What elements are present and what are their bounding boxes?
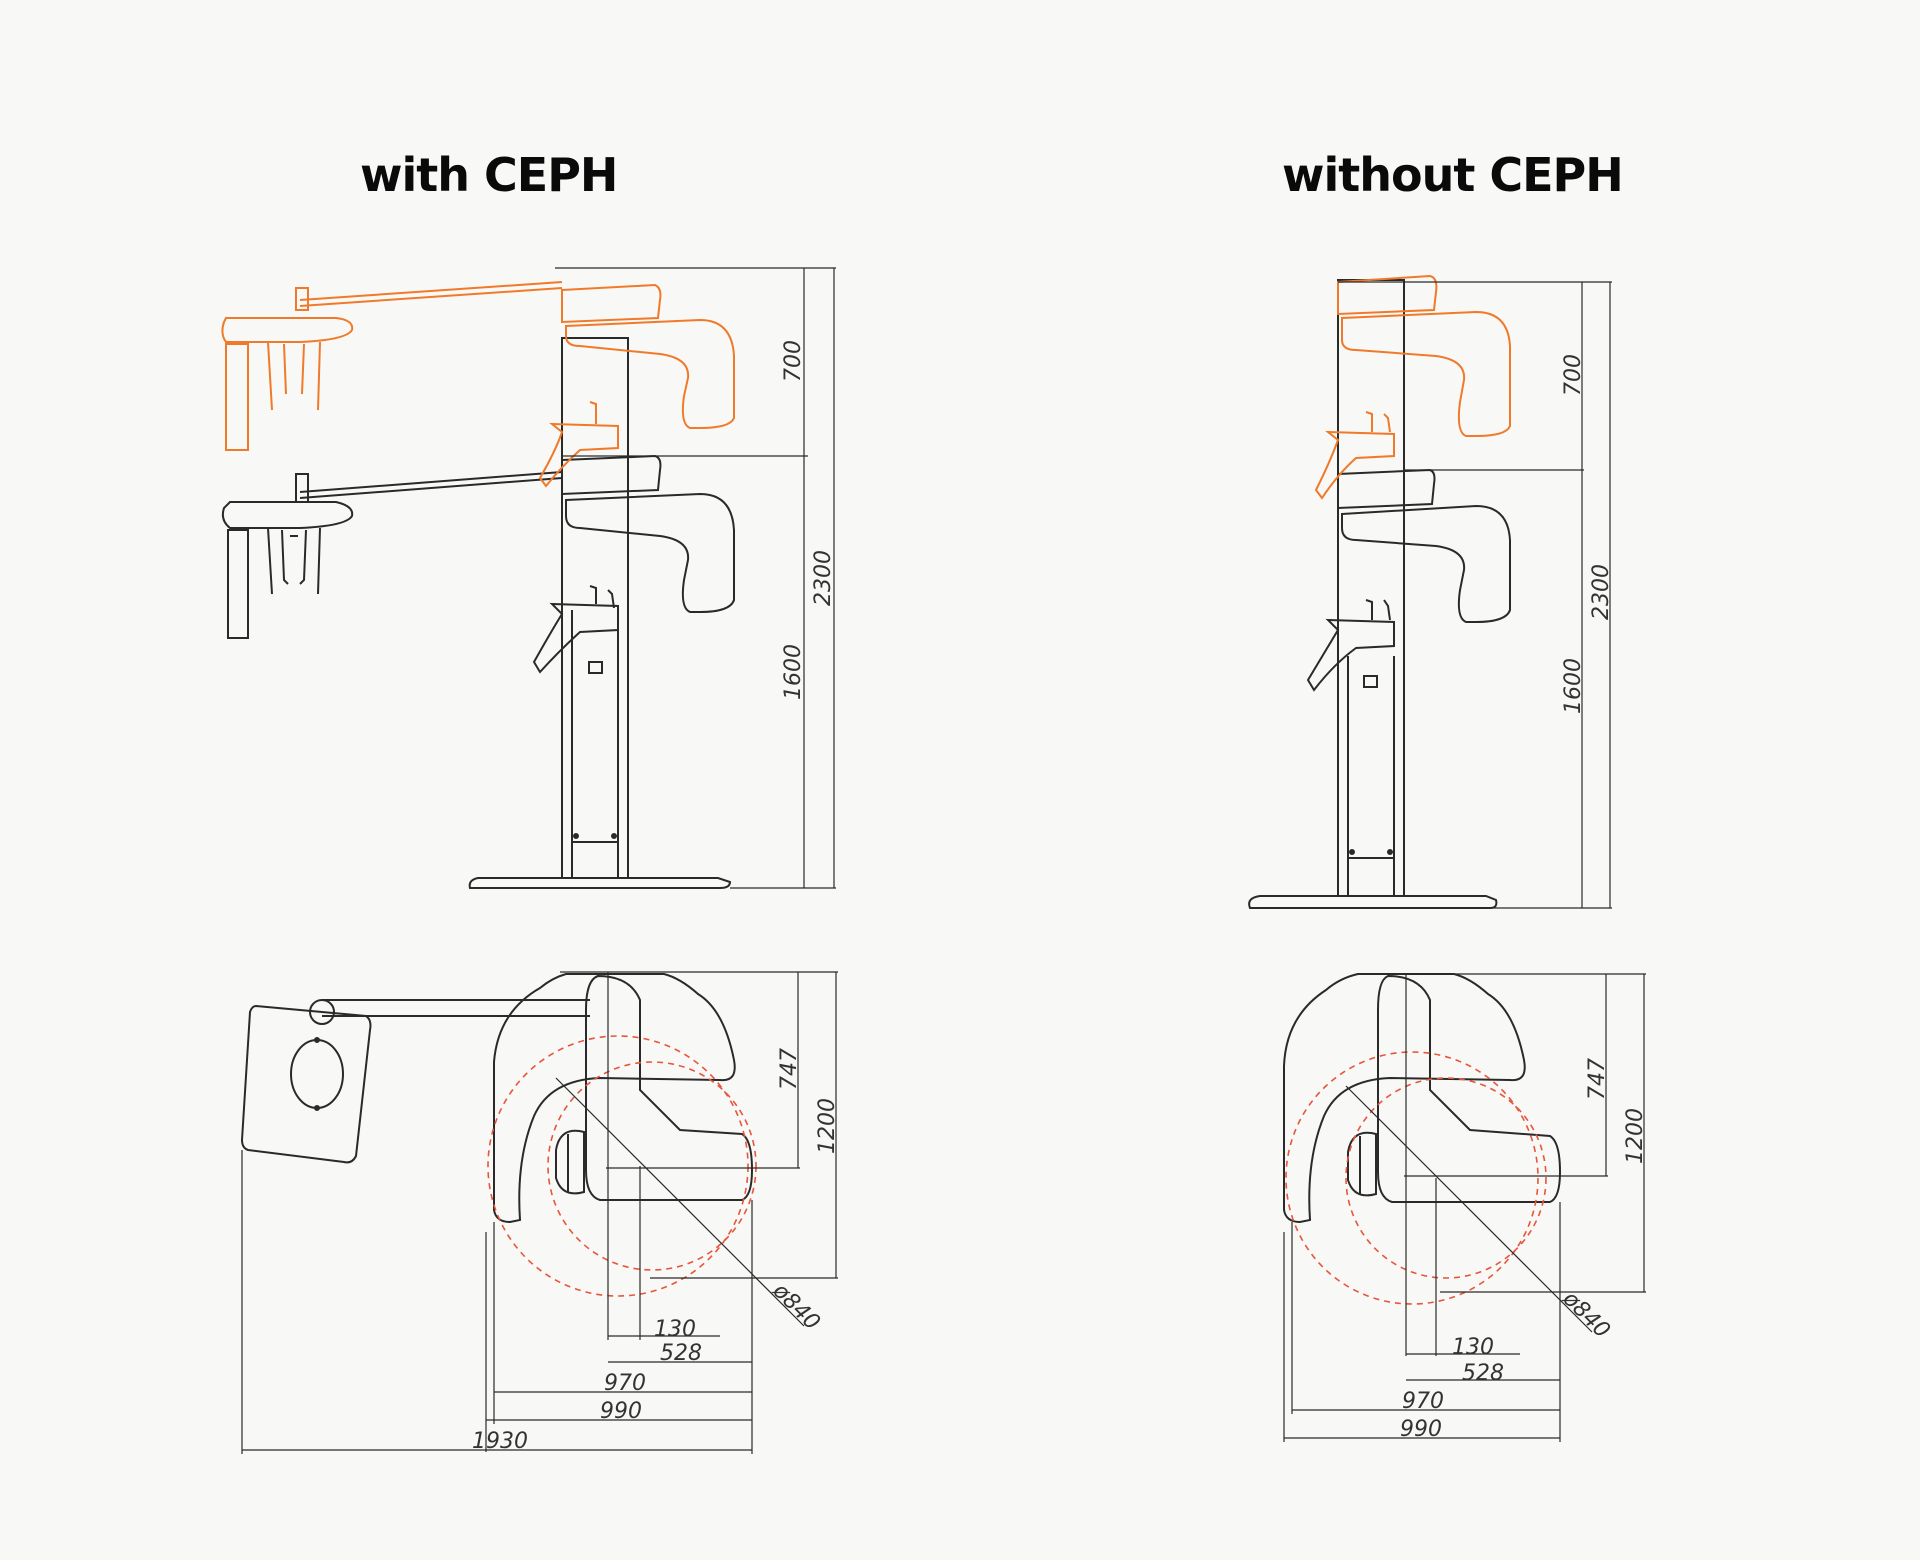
ceph-plate — [240, 1004, 372, 1164]
ceph-arm — [299, 471, 563, 493]
rotation-circles-with-ceph — [487, 1035, 757, 1297]
side-view-without-ceph — [1248, 279, 1511, 909]
head-unit — [1337, 468, 1436, 510]
dim-width-b: 528 — [660, 1341, 702, 1366]
ear-rods — [267, 527, 321, 595]
chin-rest-raised — [1314, 430, 1395, 500]
rotation-circle-outer — [487, 1035, 749, 1297]
ceph-panel-raised — [225, 343, 249, 451]
dim-width-e: 1930 — [472, 1429, 528, 1454]
c-arm-raised — [1341, 310, 1511, 437]
dim-width-b: 528 — [1462, 1361, 1504, 1386]
c-arm — [1341, 504, 1511, 623]
dim-width-c: 970 — [604, 1371, 646, 1396]
ceph-panel — [227, 529, 249, 639]
side-view-without-ceph-raised — [1314, 274, 1511, 500]
base-plate — [1248, 895, 1498, 909]
head-unit-raised — [1337, 274, 1438, 316]
dim-width-a: 130 — [1452, 1335, 1494, 1360]
rotating-arm — [1377, 974, 1562, 1203]
head-unit-raised — [561, 283, 662, 324]
dim-height-base: 1600 — [1561, 658, 1586, 714]
column — [561, 337, 629, 879]
side-dimensions-with-ceph — [555, 267, 836, 889]
rotation-circle-outer — [1285, 1051, 1539, 1305]
rotation-circle-inner — [547, 1061, 757, 1271]
dim-height-base: 1600 — [781, 644, 806, 700]
dim-width-d: 990 — [600, 1399, 642, 1424]
base-plate — [468, 877, 732, 889]
rotation-circle-inner — [1345, 1077, 1547, 1279]
ceph-arm-raised — [299, 281, 563, 301]
dim-diameter: ø840 — [1557, 1286, 1615, 1344]
dim-depth-a: 747 — [1585, 1058, 1610, 1100]
head-unit — [561, 454, 662, 496]
side-view-with-ceph — [221, 337, 735, 889]
detector — [555, 1129, 585, 1195]
dim-depth-b: 1200 — [1623, 1108, 1648, 1164]
ceph-head — [221, 501, 354, 529]
top-dimensions-without-ceph — [1283, 973, 1646, 1442]
rotation-circles-without-ceph — [1285, 1051, 1547, 1305]
side-view-with-ceph-raised — [221, 281, 735, 488]
dim-depth-a: 747 — [777, 1048, 802, 1090]
dim-width-c: 970 — [1402, 1389, 1444, 1414]
dim-height-raised: 700 — [781, 340, 806, 382]
unit-outline — [493, 973, 736, 1224]
panel-square — [1363, 675, 1378, 688]
unit-outline — [1283, 973, 1526, 1224]
top-dimensions-with-ceph — [241, 971, 838, 1454]
detector — [1347, 1131, 1377, 1197]
chin-rest-raised — [538, 422, 619, 488]
top-view-without-ceph — [1283, 973, 1562, 1224]
rotating-arm — [585, 974, 754, 1201]
dim-width-a: 130 — [654, 1317, 696, 1342]
dim-height-raised: 700 — [1561, 354, 1586, 396]
title-with-ceph: with CEPH — [360, 148, 618, 202]
c-arm — [565, 492, 735, 613]
top-view-with-ceph — [240, 973, 754, 1224]
chin-rest — [532, 602, 619, 674]
dim-height-total: 2300 — [811, 550, 836, 606]
c-arm-raised — [565, 318, 735, 429]
panel-square — [588, 661, 603, 674]
dim-height-total: 2300 — [1589, 564, 1614, 620]
ceph-head-raised — [221, 317, 354, 343]
chin-rest — [1306, 618, 1395, 692]
ceph-sensor — [290, 1039, 344, 1109]
dim-diameter: ø840 — [767, 1278, 825, 1336]
dim-depth-b: 1200 — [815, 1098, 840, 1154]
diameter-leader — [555, 1077, 805, 1327]
side-dimensions-without-ceph — [1338, 281, 1612, 909]
diameter-leader — [1345, 1085, 1593, 1333]
title-without-ceph: without CEPH — [1282, 148, 1624, 202]
dim-width-d: 990 — [1400, 1417, 1442, 1442]
